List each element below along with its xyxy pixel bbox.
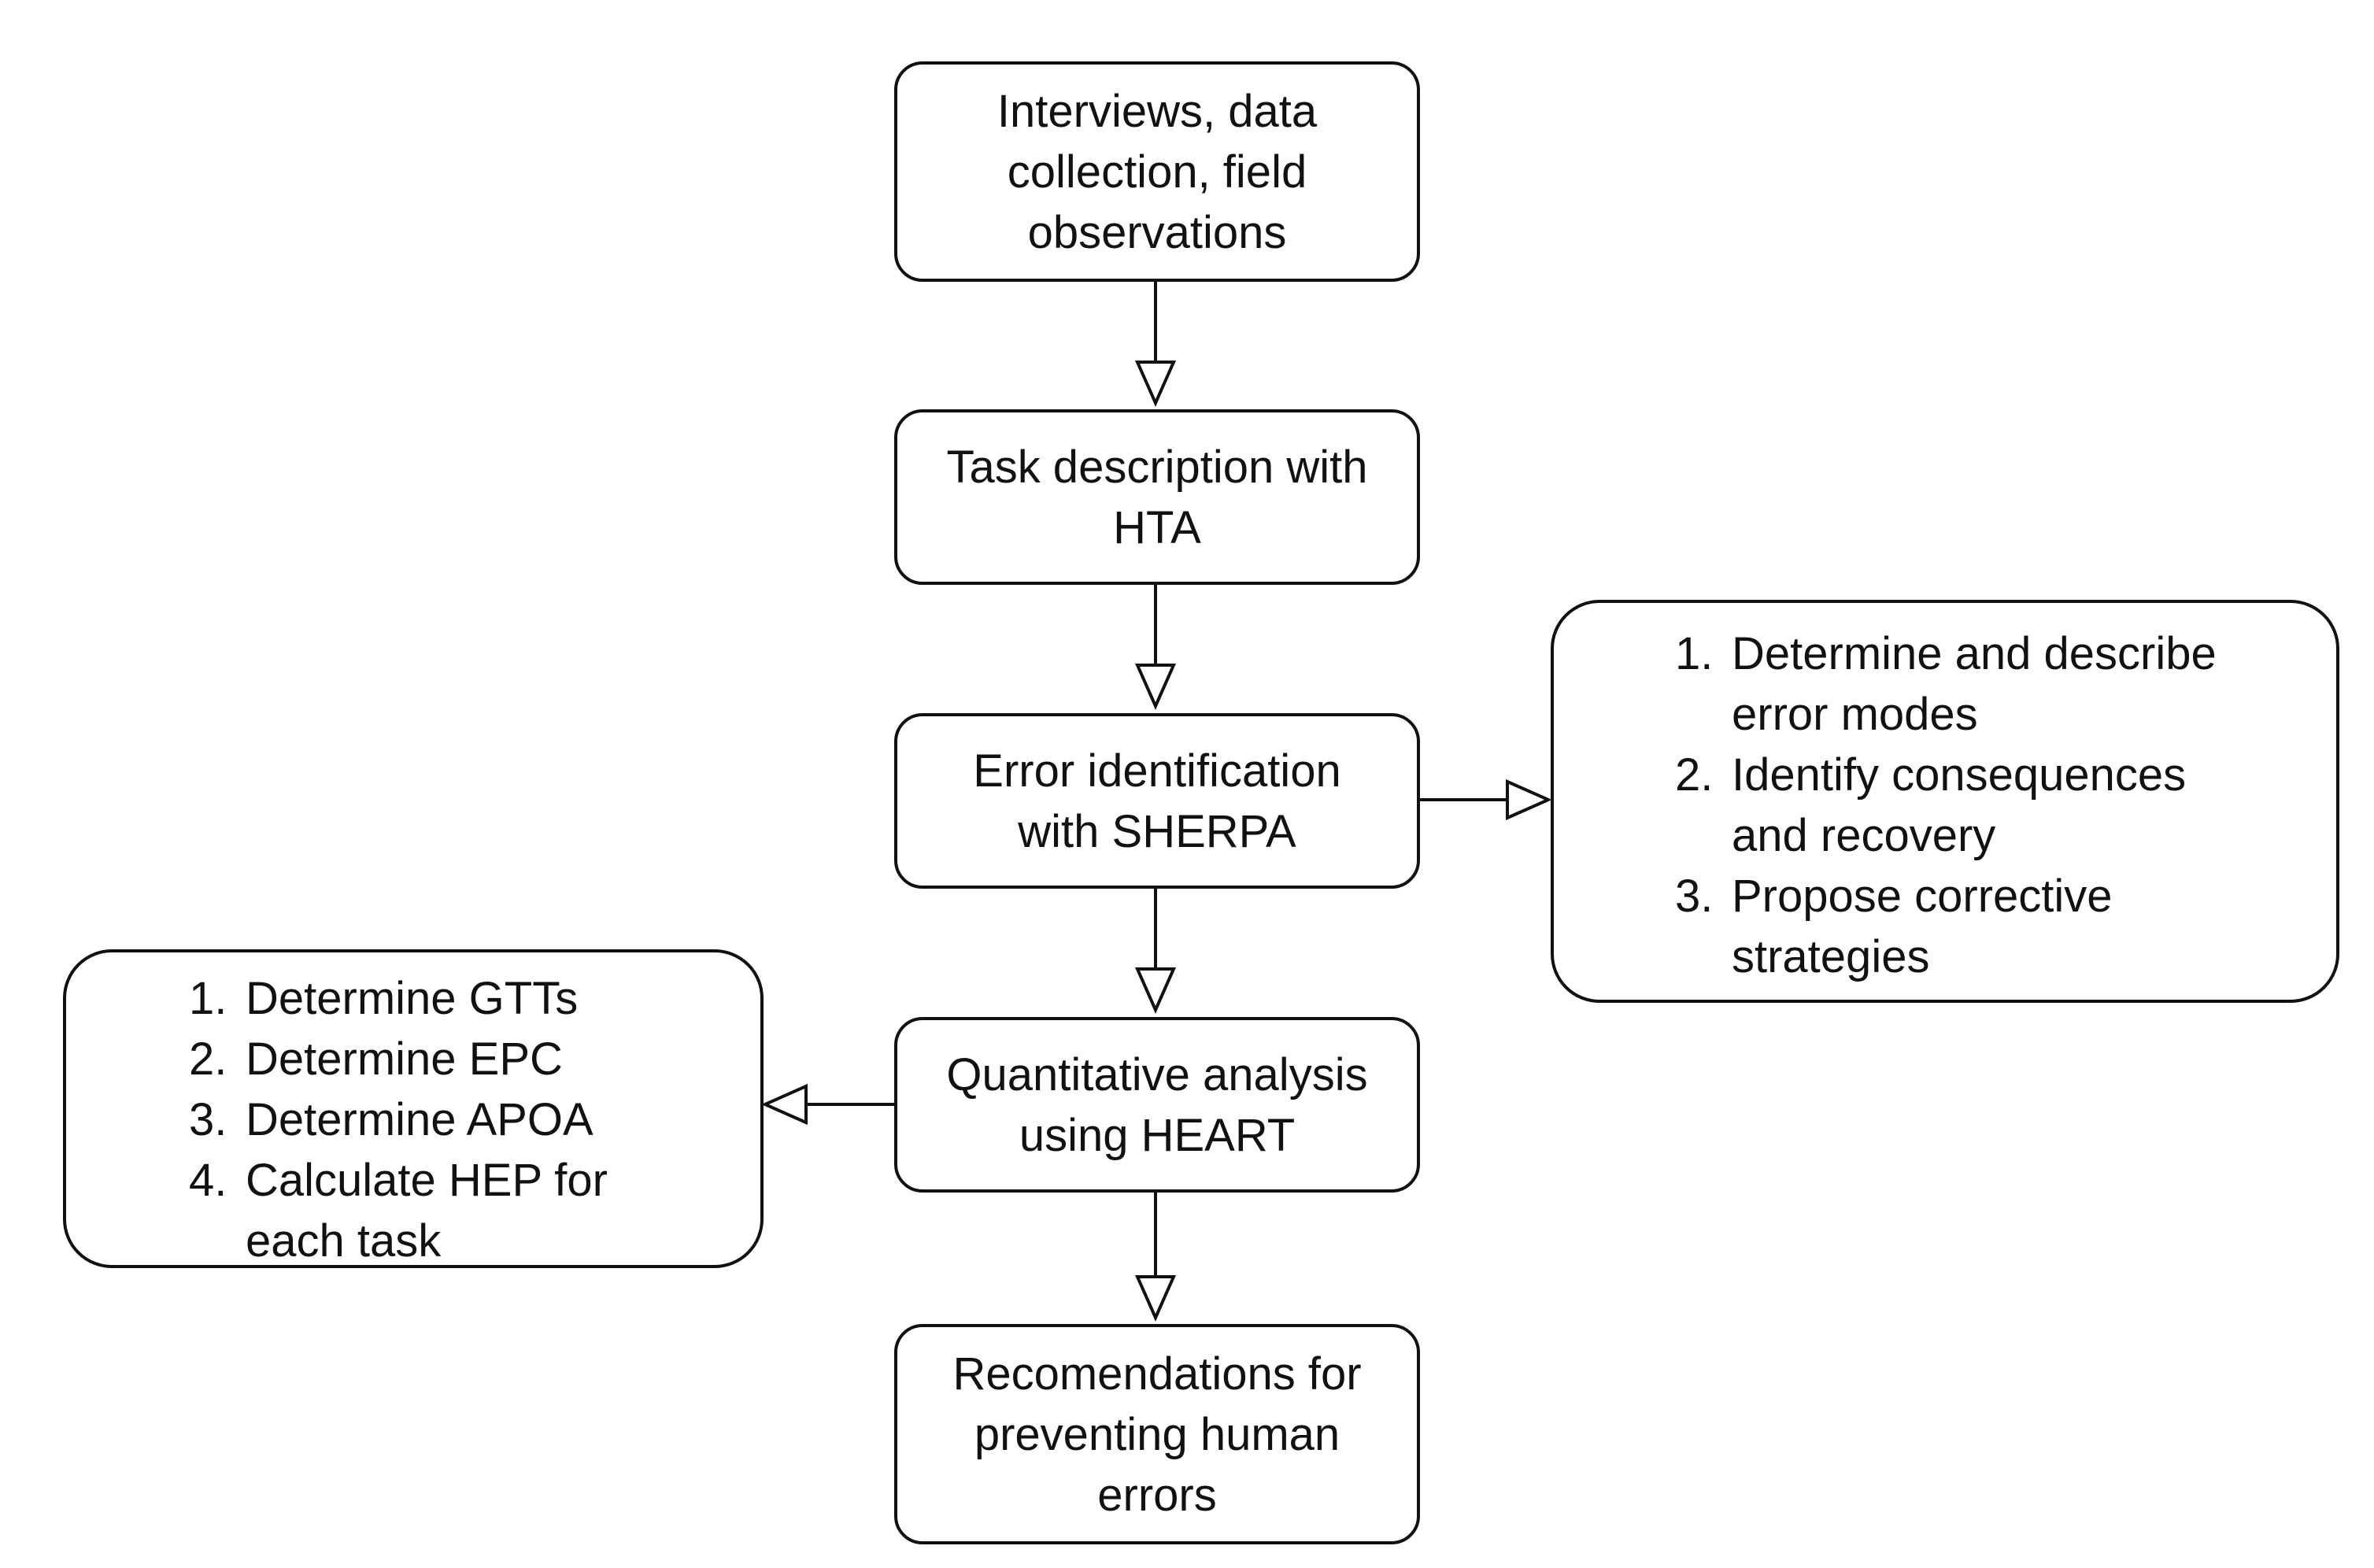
sherpa-detail-number: 2. [1675, 749, 1714, 801]
heart-detail-number: 2. [189, 1034, 227, 1085]
heart-detail-number: 1. [189, 973, 227, 1024]
arrowhead-step3-to-sherpa-details [1506, 778, 1552, 821]
sherpa-detail-line: Identify consequences [1732, 749, 2187, 801]
sherpa-detail-item: 3. Propose corrective strategies [1675, 866, 2217, 987]
heart-detail-number: 4. [189, 1155, 227, 1206]
sherpa-detail-number: 3. [1675, 871, 1714, 922]
heart-detail-line: Calculate HEP for [246, 1155, 608, 1206]
step-recommendations-line: errors [1097, 1469, 1217, 1521]
arrowhead-step2-to-step3 [1134, 664, 1177, 710]
step-quantitative-analysis-line: Quantitative analysis [946, 1048, 1368, 1100]
heart-detail-number: 3. [189, 1094, 227, 1145]
step-data-collection-line: observations [1027, 206, 1287, 258]
step-data-collection-line: Interviews, data [997, 85, 1318, 137]
heart-detail-item: 4. Calculate HEP for each task [189, 1150, 608, 1271]
step-recommendations-line: Recomendations for [952, 1348, 1362, 1400]
arrowhead-step4-to-step5 [1134, 1275, 1177, 1322]
step-recommendations-line: preventing human [974, 1408, 1340, 1460]
sherpa-details-box: 1. Determine and describe error modes 2.… [1551, 600, 2339, 1003]
heart-detail-line: Determine APOA [246, 1094, 594, 1145]
heart-detail-item: 2. Determine EPC [189, 1029, 608, 1089]
step-task-description-line: HTA [1113, 501, 1201, 553]
step-error-identification-text: Error identification with SHERPA [897, 741, 1417, 862]
sherpa-detail-number: 1. [1675, 628, 1714, 679]
sherpa-detail-line: error modes [1732, 689, 1978, 740]
step-recommendations-text: Recomendations for preventing human erro… [897, 1344, 1417, 1525]
sherpa-detail-line: Propose corrective [1732, 871, 2113, 922]
sherpa-detail-line: Determine and describe [1732, 628, 2217, 679]
step-data-collection: Interviews, data collection, field obser… [894, 61, 1420, 282]
step-quantitative-analysis: Quantitative analysis using HEART [894, 1017, 1420, 1193]
step-data-collection-line: collection, field [1007, 146, 1307, 198]
step-task-description: Task description with HTA [894, 409, 1420, 585]
arrowhead-step1-to-step2 [1134, 361, 1177, 407]
step-error-identification: Error identification with SHERPA [894, 713, 1420, 889]
step-data-collection-text: Interviews, data collection, field obser… [897, 81, 1417, 263]
sherpa-detail-item: 1. Determine and describe error modes [1675, 623, 2217, 745]
sherpa-detail-item: 2. Identify consequences and recovery [1675, 745, 2217, 866]
sherpa-detail-line: strategies [1732, 931, 1930, 982]
step-task-description-text: Task description with HTA [897, 437, 1417, 558]
heart-details-list: 1. Determine GTTs 2. Determine EPC 3. De… [189, 968, 608, 1271]
heart-detail-line: Determine GTTs [246, 973, 579, 1024]
heart-detail-item: 1. Determine GTTs [189, 968, 608, 1029]
step-error-identification-line: with SHERPA [1018, 805, 1296, 857]
sherpa-details-list: 1. Determine and describe error modes 2.… [1675, 623, 2217, 987]
sherpa-detail-line: and recovery [1732, 810, 1996, 861]
step-task-description-line: Task description with [946, 441, 1368, 493]
arrowhead-step3-to-step4 [1134, 967, 1177, 1014]
heart-detail-line: each task [246, 1215, 442, 1267]
heart-detail-item: 3. Determine APOA [189, 1089, 608, 1150]
step-quantitative-analysis-line: using HEART [1019, 1109, 1296, 1161]
step-quantitative-analysis-text: Quantitative analysis using HEART [897, 1045, 1417, 1166]
heart-details-box: 1. Determine GTTs 2. Determine EPC 3. De… [63, 949, 764, 1268]
heart-detail-line: Determine EPC [246, 1034, 563, 1085]
arrowhead-step4-to-heart-details [761, 1083, 808, 1126]
step-recommendations: Recomendations for preventing human erro… [894, 1324, 1420, 1544]
step-error-identification-line: Error identification [973, 745, 1341, 797]
